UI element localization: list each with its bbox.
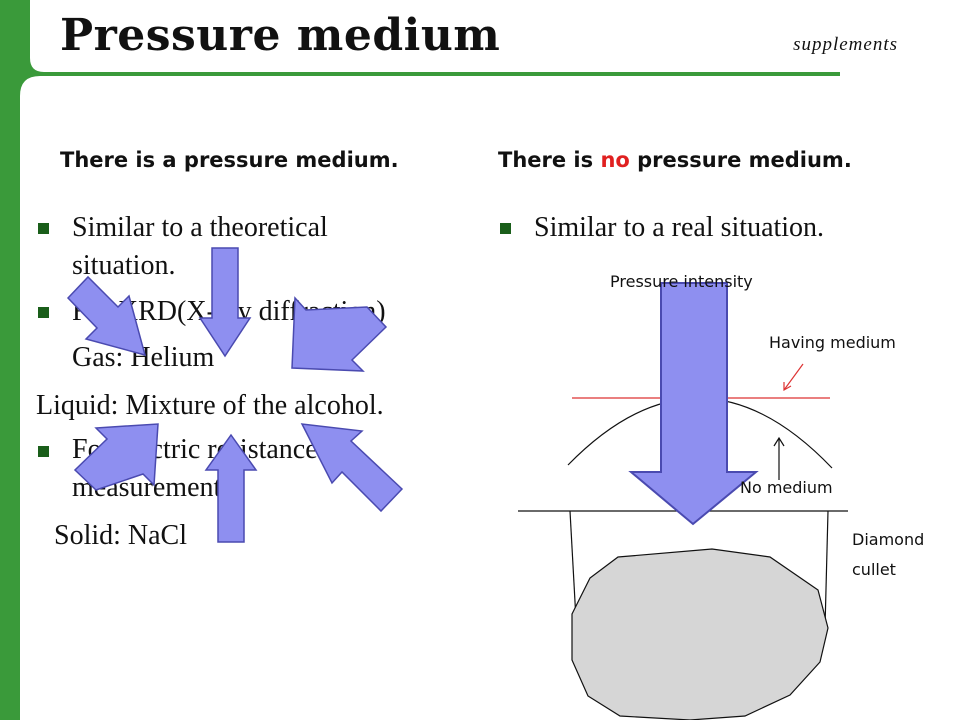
left-line-5: Liquid: Mixture of the alcohol. — [36, 390, 384, 421]
page-title: Pressure medium — [60, 10, 501, 61]
supplements-label: supplements — [793, 34, 898, 55]
pressure-arrow-icon — [628, 282, 759, 526]
left-line-8: Solid: NaCl — [54, 520, 188, 551]
bullet-marker — [38, 446, 49, 457]
arrow-up-right-icon — [73, 423, 159, 491]
arrow-down-icon — [198, 247, 252, 358]
diamond-cullet-shape — [571, 548, 829, 720]
arrow-up-left-icon — [300, 423, 404, 513]
bullet-marker — [38, 223, 49, 234]
right-bullet-text: Similar to a real situation. — [534, 212, 825, 243]
arrow-down-right-icon — [66, 275, 147, 357]
no-word: no — [600, 148, 630, 172]
arrow-up-icon — [204, 433, 258, 543]
no-medium-label: No medium — [740, 478, 833, 497]
left-heading: There is a pressure medium. — [60, 148, 399, 172]
having-medium-label: Having medium — [769, 333, 896, 352]
cullet-label: cullet — [852, 560, 896, 579]
bullet-marker — [500, 223, 511, 234]
left-line-1: Similar to a theoretical — [72, 212, 328, 243]
left-line-2: situation. — [72, 250, 176, 281]
arrow-down-left-icon — [291, 296, 388, 372]
pressure-intensity-label: Pressure intensity — [610, 272, 753, 291]
right-heading: There is no pressure medium. — [498, 148, 852, 172]
diamond-label: Diamond — [852, 530, 925, 549]
bullet-marker — [38, 307, 49, 318]
